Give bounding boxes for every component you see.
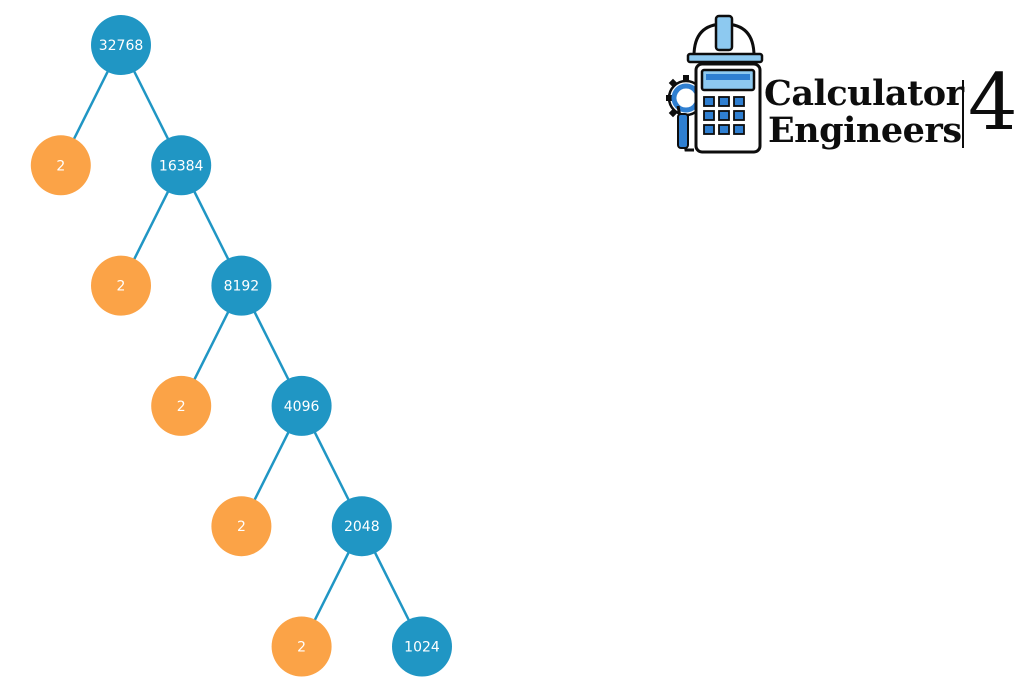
prime-factor-node-p3: 2 (151, 375, 212, 436)
composite-node-n16384: 16384 (151, 135, 212, 196)
prime-factor-node-p2: 2 (91, 255, 151, 316)
calculator-engineers-logo: Calculator Engineers 4 (664, 14, 1018, 159)
node-circle (271, 616, 332, 677)
node-label: 2 (177, 399, 186, 415)
composite-node-n8192: 8192 (211, 255, 272, 316)
node-circle (271, 375, 332, 436)
node-circle (392, 616, 452, 677)
tree-edges (59, 44, 424, 648)
tree-nodes: 32768 2 16384 2 8192 2 4096 2 2048 2 1024 (30, 15, 452, 677)
logo-divider (962, 80, 964, 148)
node-label: 2 (297, 640, 306, 656)
node-circle (30, 135, 91, 196)
logo-text-calculator: Calculator (764, 73, 964, 114)
prime-factor-node-p4: 2 (211, 496, 272, 557)
node-circle (91, 15, 151, 75)
node-label: 2 (56, 158, 65, 174)
node-label: 2 (117, 279, 126, 295)
node-label: 2048 (344, 519, 380, 535)
node-label: 8192 (224, 279, 260, 295)
prime-factor-node-p5: 2 (271, 616, 332, 677)
node-label: 32768 (99, 38, 144, 54)
node-circle (151, 135, 212, 196)
node-circle (211, 496, 272, 557)
composite-node-n1024: 1024 (392, 616, 452, 677)
node-circle (331, 496, 392, 557)
prime-factor-node-p1: 2 (30, 135, 91, 196)
node-label: 16384 (159, 158, 204, 174)
logo-number: 4 (968, 58, 1018, 148)
logo-text-engineers: Engineers (768, 110, 962, 151)
composite-node-n2048: 2048 (331, 496, 392, 557)
node-label: 4096 (284, 399, 320, 415)
node-label: 1024 (404, 640, 440, 656)
composite-node-n4096: 4096 (271, 375, 332, 436)
node-label: 2 (237, 519, 246, 535)
node-circle (91, 255, 151, 316)
composite-node-n32768: 32768 (91, 15, 151, 75)
node-circle (211, 255, 272, 316)
calculator-engineer-icon (666, 14, 764, 154)
node-circle (151, 375, 212, 436)
